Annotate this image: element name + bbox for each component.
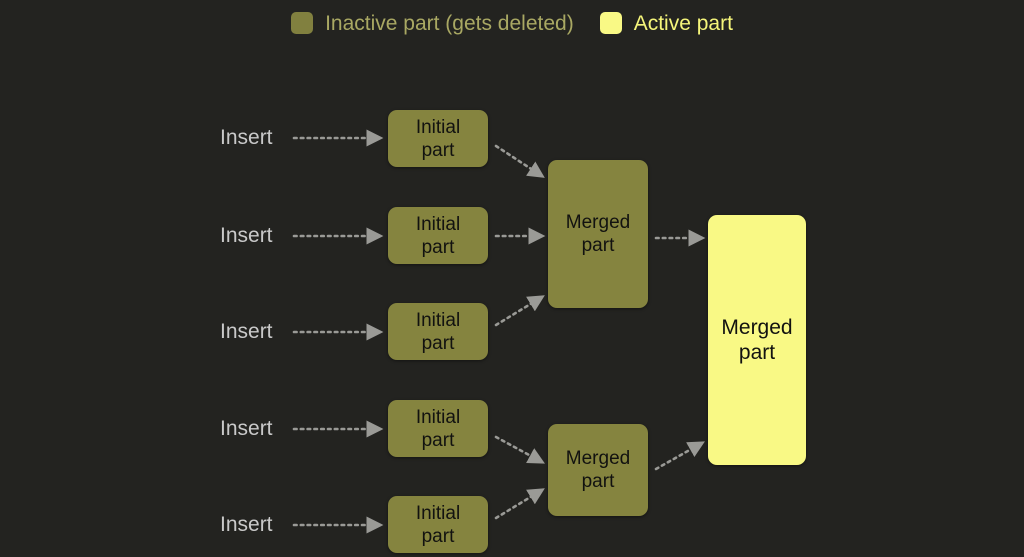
legend-item-inactive: Inactive part (gets deleted) [291, 12, 574, 34]
arrow-initial4-to-merged2 [494, 435, 545, 464]
arrow-merged2-to-final [654, 441, 705, 471]
arrow-initial5-to-merged2 [494, 488, 545, 520]
insert-label-5: Insert [220, 513, 273, 536]
merged-part-node-2[interactable]: Merged part [548, 424, 648, 516]
insert-label-4: Insert [220, 417, 273, 440]
legend: Inactive part (gets deleted) Active part [0, 0, 1024, 46]
inactive-swatch-icon [291, 12, 314, 34]
merged-part-node-1[interactable]: Merged part [548, 160, 648, 308]
arrow-initial1-to-merged1 [494, 144, 545, 178]
active-swatch-icon [599, 12, 622, 34]
arrow-initial3-to-merged1 [494, 295, 545, 327]
insert-label-1: Insert [220, 126, 273, 149]
initial-part-node-5[interactable]: Initial part [388, 496, 488, 553]
legend-label-active: Active part [633, 11, 733, 35]
insert-label-3: Insert [220, 320, 273, 343]
initial-part-node-4[interactable]: Initial part [388, 400, 488, 457]
initial-part-node-2[interactable]: Initial part [388, 207, 488, 264]
initial-part-node-1[interactable]: Initial part [388, 110, 488, 167]
legend-item-active: Active part [599, 11, 733, 35]
initial-part-node-3[interactable]: Initial part [388, 303, 488, 360]
legend-label-inactive: Inactive part (gets deleted) [325, 11, 574, 35]
insert-label-2: Insert [220, 224, 273, 247]
merged-part-node-final[interactable]: Merged part [708, 215, 806, 465]
